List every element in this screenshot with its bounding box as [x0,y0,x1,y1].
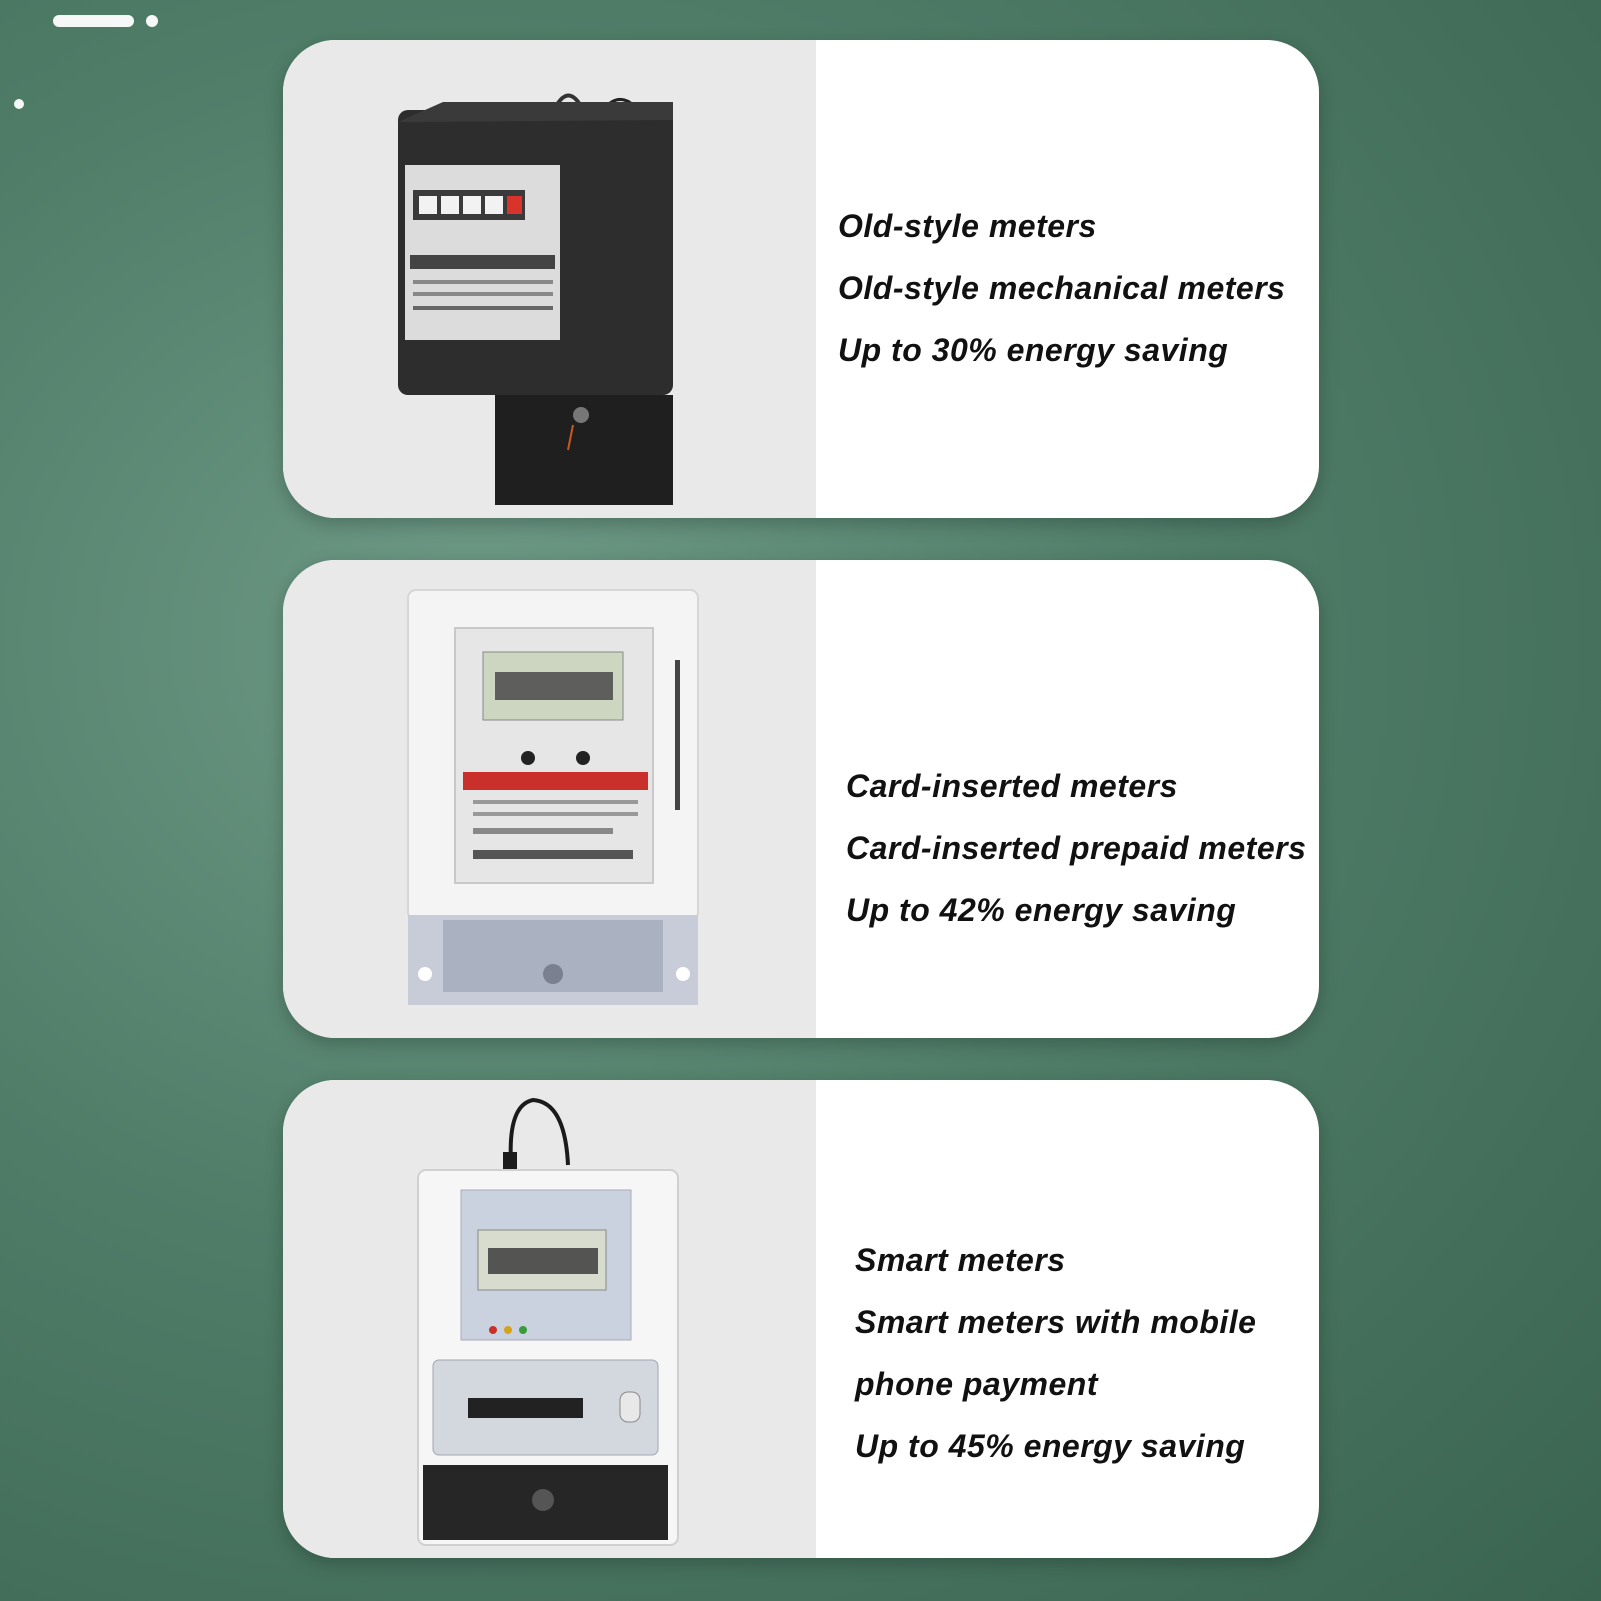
meter-text-panel: Smart meters Smart meters with mobile ph… [855,1080,1315,1558]
meter-subtitle: Old-style mechanical meters [838,270,1286,306]
meter-subtitle: Card-inserted prepaid meters [846,830,1307,866]
meter-title: Card-inserted meters [846,768,1178,804]
prepaid-meter-icon [407,589,699,1005]
meter-subtitle: Smart meters with mobile [855,1304,1257,1340]
meter-title: Smart meters [855,1242,1066,1278]
meter-card-card-inserted: Card-inserted meters Card-inserted prepa… [283,560,1319,1038]
meter-image-panel [283,40,816,518]
meter-text-panel: Old-style meters Old-style mechanical me… [838,40,1308,518]
smart-meter-icon [417,1097,679,1546]
meter-subtitle-continued: phone payment [855,1366,1098,1402]
meter-card-smart: Smart meters Smart meters with mobile ph… [283,1080,1319,1558]
meter-title: Old-style meters [838,208,1097,244]
decor-dot [14,99,24,109]
decor-dot [146,15,158,27]
meter-image-panel [283,560,816,1038]
meter-card-old-style: Old-style meters Old-style mechanical me… [283,40,1319,518]
energy-saving-text: Up to 42% energy saving [846,892,1237,928]
energy-saving-text: Up to 45% energy saving [855,1428,1246,1464]
decor-dash [53,15,134,27]
meter-text-panel: Card-inserted meters Card-inserted prepa… [846,560,1316,1038]
mechanical-meter-icon [398,93,673,505]
energy-saving-text: Up to 30% energy saving [838,332,1229,368]
meter-image-panel [283,1080,816,1558]
